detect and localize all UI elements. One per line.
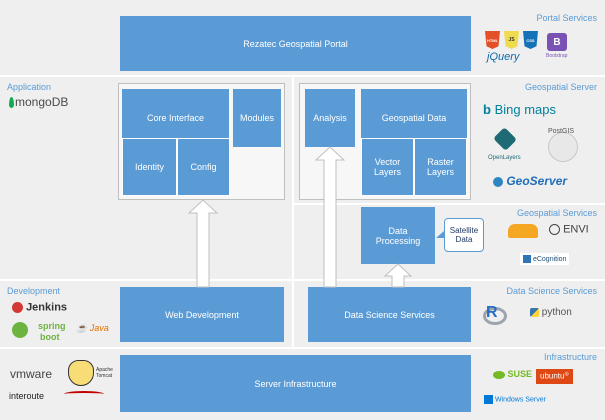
ubuntu-circle-icon: ◎ bbox=[564, 371, 569, 377]
js-logo-text: JS bbox=[508, 37, 515, 43]
mongodb-logo: mongoDB bbox=[9, 95, 69, 109]
vector-layers-box: Vector Layers bbox=[361, 138, 414, 196]
windows-server-logo-text: Windows Server bbox=[494, 396, 546, 404]
satellite-data-box: Satellite Data bbox=[444, 218, 484, 252]
band-title-application: Application bbox=[7, 82, 52, 92]
data-processing-box: Data Processing bbox=[361, 207, 435, 264]
apache-logo: Apache bbox=[96, 367, 113, 373]
r-logo: R bbox=[483, 304, 507, 325]
band-title-infrastructure: Infrastructure bbox=[543, 352, 597, 362]
geoserver-logo-text: GeoServer bbox=[506, 174, 568, 188]
modules-box: Modules bbox=[233, 89, 281, 147]
r-logo-text: R bbox=[486, 304, 498, 321]
python-icon bbox=[530, 308, 539, 317]
bootstrap-text: Bootstrap bbox=[546, 53, 568, 59]
spring-logo: spring bbox=[38, 321, 66, 331]
config-box: Config bbox=[177, 138, 230, 196]
windows-icon bbox=[484, 395, 493, 404]
portal-box: Rezatec Geospatial Portal bbox=[120, 16, 471, 71]
envi-logo-text: ENVI bbox=[563, 223, 589, 236]
band-title-portal: Portal Services bbox=[536, 13, 597, 23]
tomcat-icon bbox=[68, 360, 94, 386]
interoute-logo: interoute bbox=[9, 391, 45, 401]
css3-logo: CSS bbox=[523, 31, 538, 49]
ubuntu-logo-text: ubuntu bbox=[540, 371, 565, 381]
band-title-data-science: Data Science Services bbox=[506, 286, 597, 296]
postgis-icon bbox=[548, 132, 578, 162]
geospatial-data-label: Geospatial Data bbox=[381, 113, 447, 123]
ecognition-logo-text: eCognition bbox=[532, 255, 567, 263]
css3-logo-text: CSS bbox=[526, 37, 535, 43]
envi-logo: ENVI bbox=[549, 224, 589, 235]
html5-logo: HTML bbox=[485, 31, 500, 49]
bootstrap-logo: B bbox=[547, 33, 567, 51]
geoserver-icon bbox=[493, 176, 503, 187]
r-ring-icon bbox=[483, 307, 507, 325]
raster-layers-box: Raster Layers bbox=[414, 138, 467, 196]
suse-logo-text: SUSE bbox=[507, 369, 533, 379]
python-logo-text: python bbox=[541, 307, 572, 319]
jenkins-logo: Jenkins bbox=[12, 302, 67, 313]
earth-engine-icon bbox=[508, 224, 538, 238]
js-logo: JS bbox=[504, 31, 519, 49]
bing-logo-text: Bing maps bbox=[494, 102, 556, 117]
data-science-services-box: Data Science Services bbox=[308, 287, 471, 342]
bing-maps-logo: b Bing maps bbox=[483, 103, 556, 116]
spring-icon bbox=[12, 322, 28, 338]
mongodb-leaf-icon bbox=[9, 97, 14, 109]
jquery-logo: jQuery bbox=[487, 51, 520, 63]
band-title-geo-services: Geospatial Services bbox=[516, 208, 597, 218]
jenkins-icon bbox=[12, 302, 23, 313]
analysis-box: Analysis bbox=[305, 89, 355, 147]
ecognition-icon bbox=[523, 255, 531, 263]
identity-box: Identity bbox=[122, 138, 177, 196]
band-title-development: Development bbox=[7, 286, 61, 296]
geoserver-logo: GeoServer bbox=[493, 175, 567, 187]
python-logo: python bbox=[530, 308, 572, 318]
jenkins-logo-text: Jenkins bbox=[26, 301, 68, 314]
bootstrap-mark: B bbox=[553, 36, 561, 48]
html5-logo-text: HTML bbox=[486, 37, 499, 43]
tomcat-logo: Tomcat bbox=[96, 373, 113, 379]
ubuntu-logo: ubuntu◎ bbox=[536, 369, 573, 384]
openlayers-logo: OpenLayers bbox=[488, 155, 521, 161]
band-title-geo-server: Geospatial Server bbox=[524, 82, 597, 92]
vmware-logo: vmware bbox=[10, 367, 53, 381]
suse-chameleon-icon bbox=[493, 370, 505, 379]
spring-boot-logo: boot bbox=[40, 332, 60, 342]
core-interface-label: Core Interface bbox=[146, 113, 205, 123]
postgis-logo: PostGIS bbox=[548, 128, 575, 135]
java-logo: ☕ Java bbox=[76, 324, 109, 333]
windows-server-logo: Windows Server bbox=[484, 395, 546, 404]
envi-icon bbox=[549, 224, 560, 235]
web-development-box: Web Development bbox=[120, 287, 284, 342]
interoute-swoosh-icon bbox=[64, 391, 104, 397]
mongodb-logo-text: mongoDB bbox=[15, 95, 69, 109]
ecognition-logo: eCognition bbox=[520, 253, 570, 265]
suse-logo: SUSE bbox=[493, 370, 532, 379]
java-logo-text: Java bbox=[89, 323, 109, 333]
java-cup-icon: ☕ bbox=[76, 323, 88, 333]
server-infrastructure-box: Server Infrastructure bbox=[120, 355, 471, 412]
bing-icon: b bbox=[483, 102, 491, 117]
